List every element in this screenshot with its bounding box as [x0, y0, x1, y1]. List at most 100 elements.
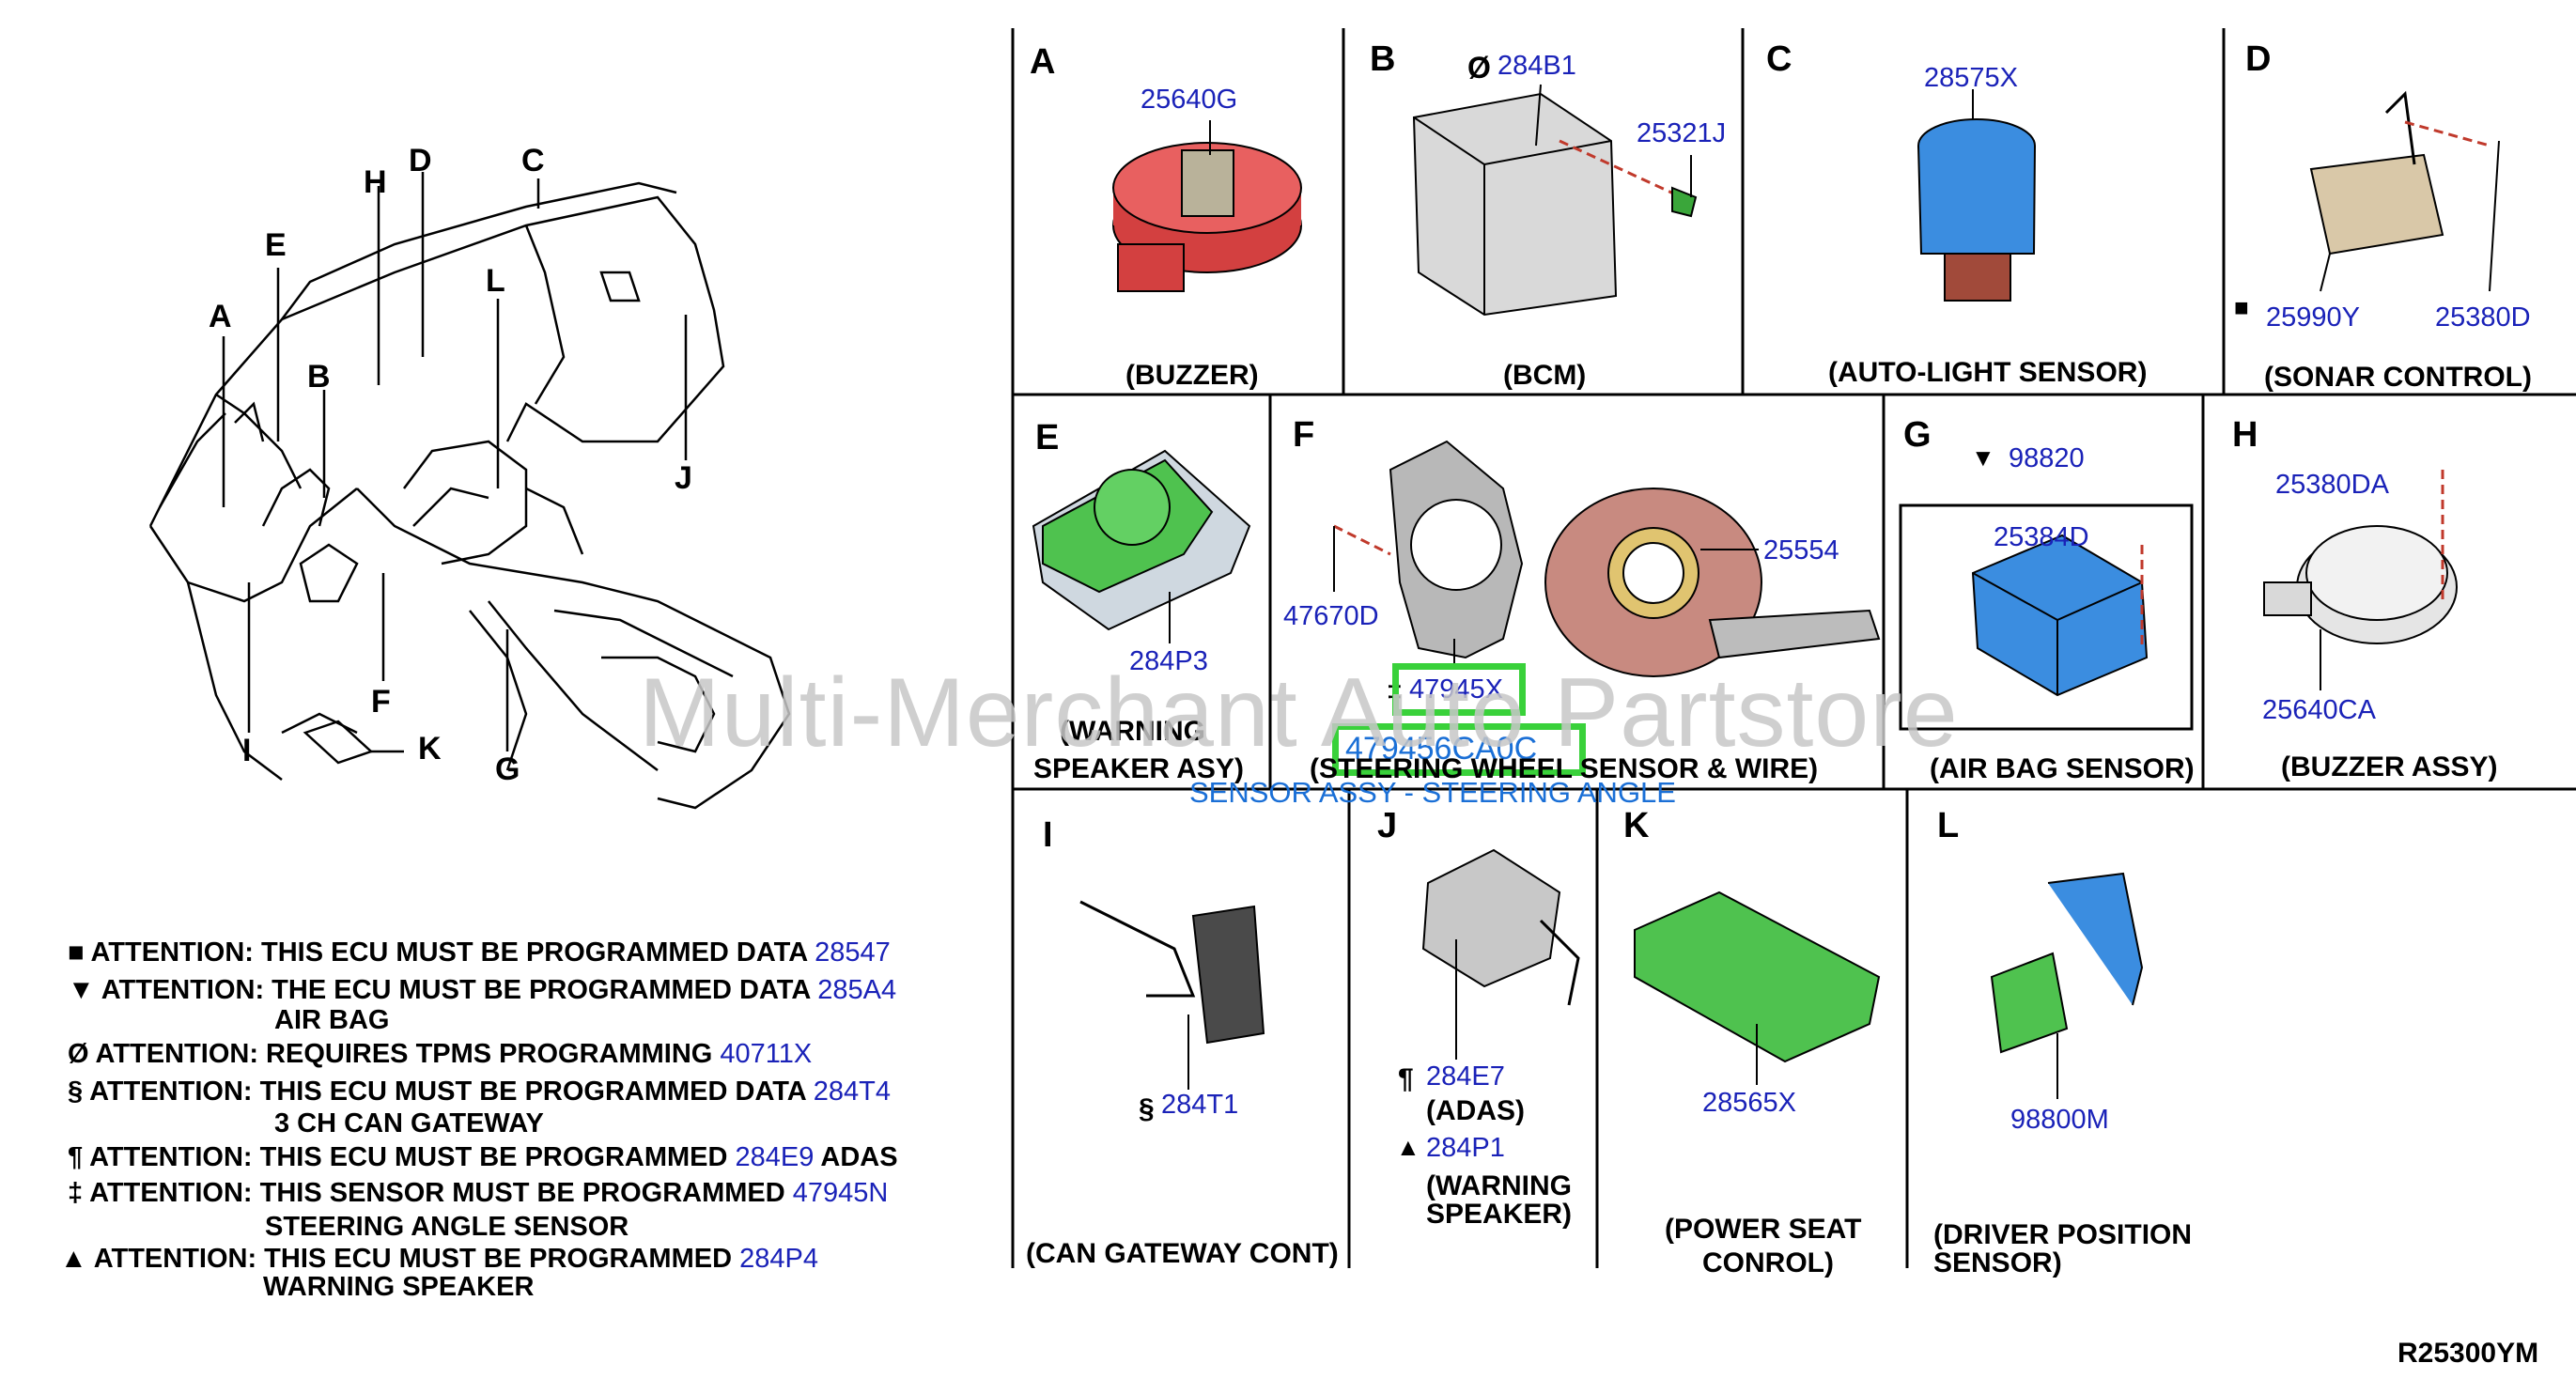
part-25990Y[interactable]: 25990Y: [2266, 302, 2360, 333]
part-25321J[interactable]: 25321J: [1637, 118, 1727, 148]
overview-label-b: B: [307, 359, 332, 395]
part-479456CA0C[interactable]: 479456CA0C: [1345, 731, 1538, 767]
attention-sub-6: STEERING ANGLE SENSOR: [265, 1212, 629, 1242]
part-284E7[interactable]: 284E7: [1426, 1061, 1505, 1092]
cell-letter-f: F: [1293, 415, 1315, 455]
attention-note-3: Ø ATTENTION: REQUIRES TPMS PROGRAMMING 4…: [68, 1039, 812, 1070]
adas-pilcrow-symbol: ¶: [1398, 1063, 1414, 1094]
tpms-symbol: Ø: [1467, 51, 1491, 85]
part-25380DA[interactable]: 25380DA: [2275, 470, 2389, 500]
attention-symbol: ¶: [68, 1142, 84, 1172]
part-28565X[interactable]: 28565X: [1702, 1088, 1796, 1118]
ecu-square-symbol: ■: [2234, 293, 2249, 321]
overview-label-a: A: [209, 299, 233, 334]
caption-can-gateway-cont: (CAN GATEWAY CONT): [1026, 1238, 1339, 1269]
attention-part-47945N[interactable]: 47945N: [792, 1178, 889, 1208]
part-284P1[interactable]: 284P1: [1426, 1133, 1505, 1163]
attention-part-28547[interactable]: 28547: [815, 937, 891, 968]
attention-note-1: ■ ATTENTION: THIS ECU MUST BE PROGRAMMED…: [68, 937, 891, 968]
cell-letter-l: L: [1937, 806, 1960, 845]
highlight-479456CA0C[interactable]: [1332, 723, 1586, 776]
caption-warning-speaker-j-2: SPEAKER): [1426, 1199, 1573, 1230]
attention-note-7: ▲ ATTENTION: THIS ECU MUST BE PROGRAMMED…: [60, 1244, 818, 1275]
part-98800M[interactable]: 98800M: [2010, 1105, 2109, 1135]
attention-text: ATTENTION: THIS ECU MUST BE PROGRAMMED: [89, 1142, 728, 1172]
attention-tail: ADAS: [820, 1142, 898, 1172]
highlight-47945X[interactable]: [1392, 663, 1526, 716]
caption-warning-speaker-j-1: (WARNING: [1426, 1170, 1572, 1201]
attention-symbol: Ø: [68, 1039, 89, 1069]
overview-label-l: L: [486, 263, 506, 299]
diagram-reference: R25300YM: [2398, 1338, 2539, 1369]
attention-part-284P4[interactable]: 284P4: [739, 1244, 818, 1274]
gateway-section-symbol: §: [1139, 1093, 1155, 1124]
caption-power-seat-1: (POWER SEAT: [1665, 1214, 1862, 1245]
power-seat-art: [1634, 891, 1881, 1085]
caption-air-bag-sensor: (AIR BAG SENSOR): [1930, 753, 2195, 784]
part-25640CA[interactable]: 25640CA: [2262, 695, 2376, 725]
caption-auto-light-sensor: (AUTO-LIGHT SENSOR): [1828, 357, 2148, 388]
part-98820[interactable]: 98820: [2009, 443, 2085, 473]
attention-sub-7: WARNING SPEAKER: [263, 1272, 535, 1302]
caption-driver-position-2: SENSOR): [1933, 1247, 2062, 1278]
dashboard-drawing: [148, 181, 791, 810]
cell-letter-c: C: [1766, 39, 1792, 79]
overview-label-c: C: [521, 143, 546, 178]
attention-note-6: ‡ ATTENTION: THIS SENSOR MUST BE PROGRAM…: [68, 1178, 888, 1209]
part-25384D[interactable]: 25384D: [1994, 522, 2089, 552]
attention-symbol: ▲: [60, 1244, 87, 1274]
caption-power-seat-2: CONROL): [1702, 1247, 1834, 1278]
cell-letter-h: H: [2232, 415, 2258, 455]
steering-sensor-art: [1333, 440, 1881, 677]
overview-label-k: K: [418, 731, 442, 767]
attention-sub-4: 3 CH CAN GATEWAY: [274, 1108, 544, 1138]
attention-note-5: ¶ ATTENTION: THIS ECU MUST BE PROGRAMMED…: [68, 1142, 898, 1173]
part-47670D[interactable]: 47670D: [1283, 601, 1379, 631]
driver-position-sensor-art: [1990, 872, 2144, 1099]
attention-part-285A4[interactable]: 285A4: [817, 975, 897, 1005]
auto-light-sensor-art: [1917, 89, 2036, 302]
overview-label-d: D: [409, 143, 433, 178]
sonar-control-art: [2309, 90, 2500, 292]
part-25554[interactable]: 25554: [1763, 535, 1839, 565]
cell-letter-e: E: [1035, 418, 1060, 457]
attention-text: ATTENTION: REQUIRES TPMS PROGRAMMING: [95, 1039, 713, 1069]
adas-art: [1421, 848, 1580, 1060]
overview-label-j: J: [675, 460, 693, 496]
airbag-triangle-symbol: ▼: [1971, 443, 1995, 472]
part-28575X[interactable]: 28575X: [1924, 63, 2018, 93]
caption-buzzer-assy: (BUZZER ASSY): [2281, 751, 2498, 782]
caption-buzzer: (BUZZER): [1125, 360, 1259, 391]
part-284B1[interactable]: 284B1: [1497, 51, 1576, 81]
overview-label-f: F: [371, 684, 392, 720]
part-25380D[interactable]: 25380D: [2435, 302, 2531, 333]
attention-text: ATTENTION: THE ECU MUST BE PROGRAMMED DA…: [101, 975, 811, 1005]
caption-sonar-control: (SONAR CONTROL): [2264, 362, 2532, 393]
attention-note-4: § ATTENTION: THIS ECU MUST BE PROGRAMMED…: [68, 1076, 891, 1107]
can-gateway-art: [1079, 900, 1265, 1090]
caption-bcm: (BCM): [1503, 360, 1587, 391]
attention-part-40711X[interactable]: 40711X: [720, 1039, 813, 1069]
attention-symbol: ▼: [68, 975, 95, 1005]
overview-label-i: I: [242, 733, 252, 768]
part-47945X[interactable]: 47945X: [1409, 674, 1503, 705]
attention-part-284E9[interactable]: 284E9: [735, 1142, 815, 1172]
attention-note-2: ▼ ATTENTION: THE ECU MUST BE PROGRAMMED …: [68, 975, 896, 1006]
part-284P3[interactable]: 284P3: [1129, 646, 1208, 676]
attention-sub-2: AIR BAG: [274, 1005, 390, 1035]
cell-letter-k: K: [1623, 806, 1650, 845]
cell-letter-j: J: [1377, 806, 1398, 845]
caption-steering-wheel-sensor: (STEERING WHEEL SENSOR & WIRE): [1310, 753, 1819, 784]
cell-letter-i: I: [1043, 815, 1053, 855]
highlight-description: SENSOR ASSY - STEERING ANGLE: [1189, 776, 1676, 809]
attention-part-284T4[interactable]: 284T4: [813, 1076, 891, 1107]
attention-text: ATTENTION: THIS ECU MUST BE PROGRAMMED D…: [89, 1076, 806, 1107]
cell-letter-d: D: [2245, 39, 2272, 79]
part-284T1[interactable]: 284T1: [1161, 1090, 1239, 1120]
part-25640G[interactable]: 25640G: [1141, 85, 1238, 115]
cell-letter-a: A: [1030, 42, 1056, 82]
buzzer-art: [1112, 120, 1302, 292]
bcm-art: [1412, 84, 1698, 317]
overview-label-h: H: [364, 164, 388, 200]
